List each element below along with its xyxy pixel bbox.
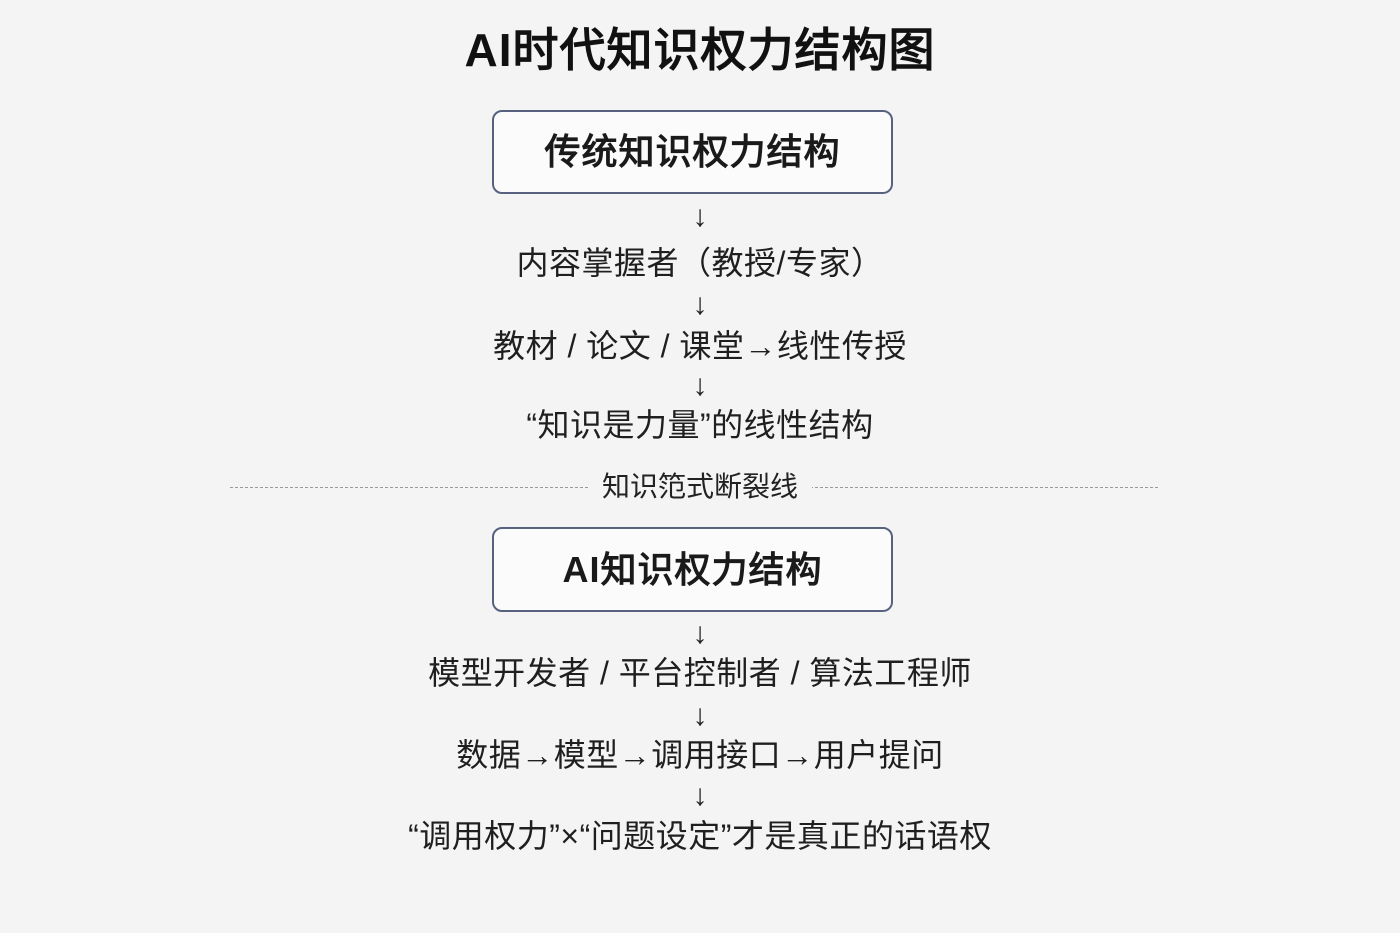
ai-step-pipeline: 数据→模型→调用接口→用户提问 — [456, 737, 944, 773]
diagram-title: AI时代知识权力结构图 — [464, 24, 936, 76]
down-arrow-icon: ↓ — [692, 200, 708, 233]
ai-structure-box: AI知识权力结构 — [492, 527, 893, 612]
down-arrow-icon: ↓ — [692, 779, 708, 812]
down-arrow-icon: ↓ — [692, 617, 708, 650]
traditional-step-linear-structure: “知识是力量”的线性结构 — [526, 407, 874, 443]
down-arrow-icon: ↓ — [692, 288, 708, 321]
paradigm-divider-label: 知识笵式断裂线 — [587, 471, 812, 502]
ai-step-controllers: 模型开发者 / 平台控制者 / 算法工程师 — [428, 655, 972, 691]
traditional-step-content-holders: 内容掌握者（教授/专家） — [516, 245, 884, 281]
traditional-step-linear-teaching: 教材 / 论文 / 课堂→线性传授 — [493, 328, 907, 364]
down-arrow-icon: ↓ — [692, 699, 708, 732]
traditional-structure-box: 传统知识权力结构 — [492, 110, 893, 194]
down-arrow-icon: ↓ — [692, 369, 708, 402]
paradigm-divider: 知识笵式断裂线 — [0, 469, 1400, 505]
ai-step-discourse-power: “调用权力”×“问题设定”才是真正的话语权 — [408, 818, 992, 854]
